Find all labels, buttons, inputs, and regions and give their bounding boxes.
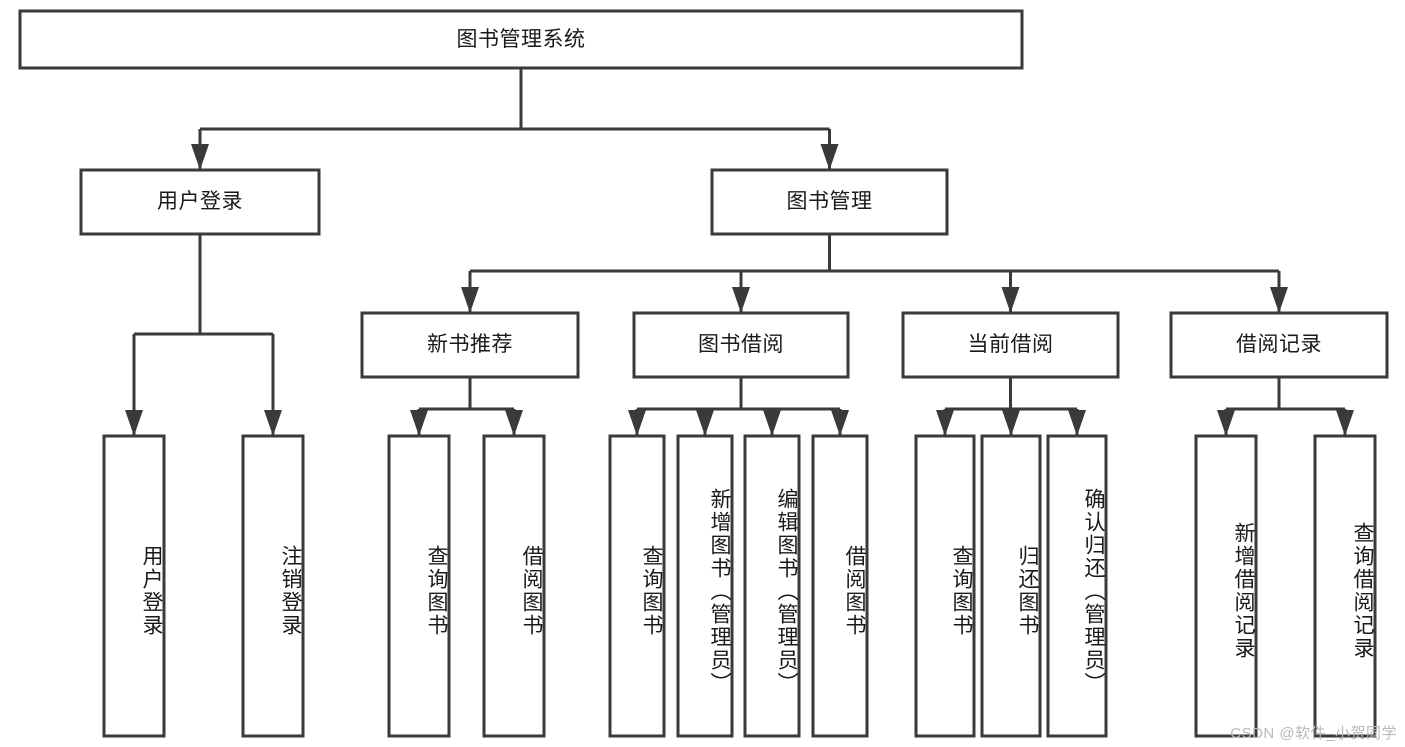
connector-layer xyxy=(125,68,1354,436)
borrow-to-leaves-arrowhead-leaf-borrow-book xyxy=(831,410,849,436)
borrow-to-leaves-arrowhead-leaf-add-book xyxy=(696,410,714,436)
recommend-to-leaves-arrowhead-leaf-query-book-recommend xyxy=(410,410,428,436)
recommend-to-leaves-arrowhead-leaf-borrow-book-recommend xyxy=(505,410,523,436)
root-to-level1-arrowhead-book-management xyxy=(820,144,839,170)
record-to-leaves-arrowhead-leaf-add-borrow-record xyxy=(1217,410,1235,436)
node-user-login[interactable] xyxy=(79,168,321,236)
node-new-book-recommend[interactable] xyxy=(360,311,580,379)
borrow-to-leaves-arrowhead-leaf-edit-book xyxy=(763,410,781,436)
node-leaf-add-book[interactable] xyxy=(676,434,734,738)
node-box-layer xyxy=(18,9,1389,738)
node-leaf-confirm-return[interactable] xyxy=(1046,434,1108,738)
borrow-to-leaves-arrowhead-leaf-query-book-borrow xyxy=(628,410,646,436)
userlogin-to-leaves-arrowhead-leaf-logout xyxy=(264,410,282,436)
current-to-leaves-arrowhead-leaf-confirm-return xyxy=(1068,410,1086,436)
current-to-leaves-arrowhead-leaf-return-book xyxy=(1002,410,1020,436)
bookmgmt-to-level2-arrowhead-new-book-recommend xyxy=(461,287,479,313)
userlogin-to-leaves-arrowhead-leaf-user-login xyxy=(125,410,143,436)
node-leaf-user-login[interactable] xyxy=(102,434,166,738)
node-leaf-edit-book[interactable] xyxy=(743,434,801,738)
node-leaf-query-book-recommend[interactable] xyxy=(387,434,451,738)
bookmgmt-to-level2-arrowhead-borrow-record xyxy=(1270,287,1288,313)
node-book-borrow[interactable] xyxy=(632,311,850,379)
node-current-borrow[interactable] xyxy=(901,311,1120,379)
node-leaf-borrow-book[interactable] xyxy=(811,434,869,738)
node-leaf-query-borrow-record[interactable] xyxy=(1313,434,1377,738)
node-leaf-query-book-current[interactable] xyxy=(914,434,976,738)
node-leaf-query-book-borrow[interactable] xyxy=(608,434,666,738)
node-borrow-record[interactable] xyxy=(1169,311,1389,379)
node-leaf-return-book[interactable] xyxy=(980,434,1042,738)
bookmgmt-to-level2-arrowhead-current-borrow xyxy=(1001,287,1020,313)
node-book-management[interactable] xyxy=(710,168,949,236)
node-root[interactable] xyxy=(18,9,1024,70)
current-to-leaves-arrowhead-leaf-query-book-current xyxy=(936,410,954,436)
root-to-level1-arrowhead-user-login xyxy=(191,144,209,170)
node-leaf-add-borrow-record[interactable] xyxy=(1194,434,1258,738)
bookmgmt-to-level2-arrowhead-book-borrow xyxy=(732,287,750,313)
node-leaf-logout[interactable] xyxy=(241,434,305,738)
record-to-leaves-arrowhead-leaf-query-borrow-record xyxy=(1336,410,1354,436)
node-leaf-borrow-book-recommend[interactable] xyxy=(482,434,546,738)
